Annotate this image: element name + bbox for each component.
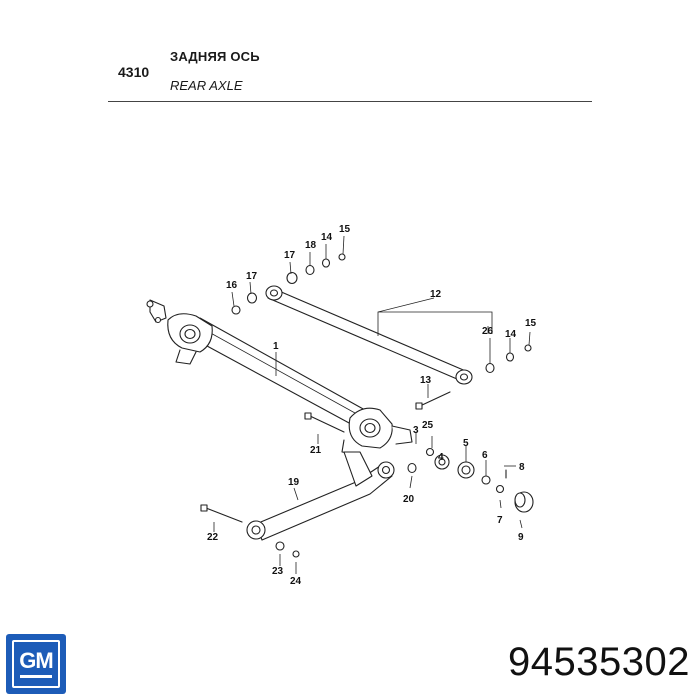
callout-17-left: 17: [246, 271, 258, 282]
callout-21: 21: [310, 445, 322, 456]
callout-17-top: 17: [284, 250, 296, 261]
callout-15-right: 15: [525, 318, 537, 329]
gm-logo-underline: [20, 675, 52, 678]
callout-12: 12: [430, 289, 442, 300]
section-title-en: REAR AXLE: [170, 78, 243, 93]
callout-4: 4: [438, 452, 444, 463]
callout-14-right: 14: [505, 329, 517, 340]
callout-3: 3: [413, 425, 419, 436]
callout-7: 7: [497, 515, 503, 526]
gm-logo-text: GM: [19, 648, 53, 673]
lateral-rod: [267, 287, 469, 383]
callout-16: 16: [226, 280, 238, 291]
callout-25: 25: [422, 420, 434, 431]
callout-26: 26: [482, 326, 494, 337]
trailing-arm: [255, 465, 393, 541]
callout-8: 8: [519, 462, 525, 473]
callout-19: 19: [288, 477, 300, 488]
callout-6: 6: [482, 450, 488, 461]
gm-logo-frame: GM: [12, 640, 60, 688]
section-code: 4310: [118, 64, 150, 80]
callout-20: 20: [403, 494, 415, 505]
header-divider: [108, 101, 592, 102]
gm-logo: GM: [6, 634, 66, 694]
callout-22: 22: [207, 532, 219, 543]
section-title-ru: ЗАДНЯЯ ОСЬ: [170, 49, 260, 64]
callout-9: 9: [518, 532, 524, 543]
callout-1: 1: [273, 341, 279, 352]
callout-14-top: 14: [321, 232, 333, 243]
callout-15-top: 15: [339, 224, 351, 235]
callout-24: 24: [290, 576, 302, 587]
callout-18: 18: [305, 240, 317, 251]
callout-23: 23: [272, 566, 284, 577]
part-number: 94535302: [508, 640, 690, 684]
axle-beam: [195, 317, 366, 431]
callout-13: 13: [420, 375, 432, 386]
callout-5: 5: [463, 438, 469, 449]
